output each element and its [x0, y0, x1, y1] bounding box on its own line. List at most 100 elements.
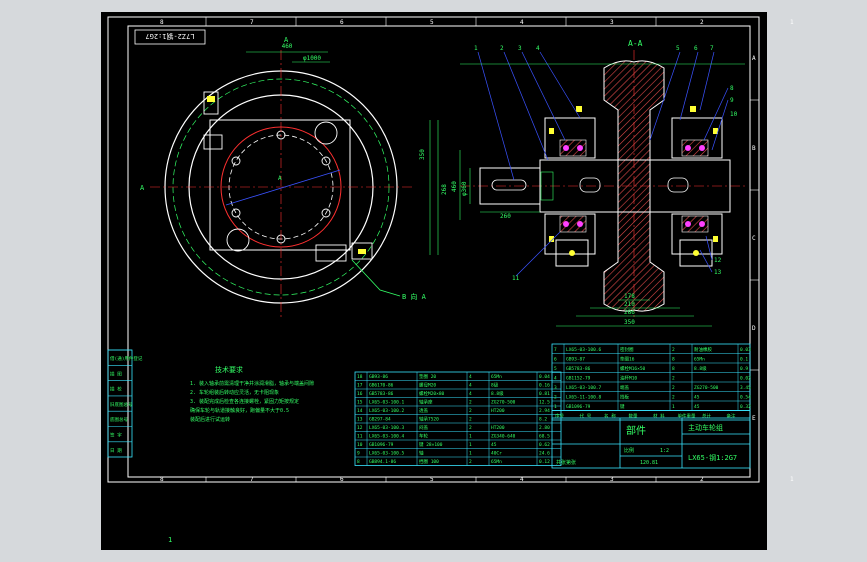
- grid-bottom-label: 6: [340, 476, 344, 483]
- grid-bottom-label: 8: [160, 476, 164, 483]
- title-name: 主动车轮组: [688, 423, 723, 432]
- table-cell-w: 0.32: [740, 404, 751, 410]
- table-cell-name: 键 28×100: [419, 441, 443, 448]
- table-cell-qty: 1: [469, 451, 472, 457]
- svg-text:9: 9: [730, 97, 734, 104]
- table-cell-mat: 65Mn: [491, 459, 502, 465]
- table-cell-mat: ZG270-500: [694, 385, 719, 391]
- table-cell-qty: 2: [469, 417, 472, 423]
- svg-text:7: 7: [710, 45, 714, 52]
- table-cell-no: 9: [357, 451, 360, 457]
- dim-w1: 178: [624, 293, 635, 300]
- table-cell-qty: 4: [469, 374, 472, 380]
- table-cell-name: 轴: [419, 450, 424, 457]
- table-cell-qty: 2: [672, 376, 675, 382]
- top-stamp-text: L7Z2-钢1:2G7: [145, 32, 194, 41]
- dim-bore: φ360: [461, 181, 468, 196]
- table-cell-no: 5: [554, 366, 557, 372]
- table-cell-qty: 1: [469, 434, 472, 440]
- side-stamp-label: 签 字: [110, 432, 122, 439]
- title-scale-label: 比例: [624, 447, 634, 454]
- table-cell-qty: 2: [469, 459, 472, 465]
- note-line: 装配后进行试运转: [190, 416, 230, 423]
- svg-text:6: 6: [694, 45, 698, 52]
- table-cell-no: 10: [357, 442, 363, 448]
- table-cell-no: 6: [554, 357, 557, 363]
- svg-text:11: 11: [512, 275, 520, 282]
- table-cell-code: GB1096-79: [369, 442, 394, 448]
- svg-text:8: 8: [730, 85, 734, 92]
- side-stamp-label: 描 校: [110, 386, 122, 393]
- title-part-label: 部件: [626, 424, 646, 437]
- grid-bottom-label: 5: [430, 476, 434, 483]
- table-cell-code: LX65-03-100.6: [566, 347, 602, 353]
- table-cell-code: LX65-03-100.7: [566, 385, 602, 391]
- table-cell-mat: ZG340-640: [491, 434, 516, 440]
- table-cell-no: 18: [357, 374, 363, 380]
- table-cell-name: 螺母M20: [419, 382, 436, 389]
- notes-title: 技术要求: [215, 365, 243, 374]
- side-stamp-label: 旧底图总号: [110, 401, 133, 408]
- table-cell-mat: ZG270-500: [491, 400, 516, 406]
- table-cell-mat: 45: [694, 395, 700, 401]
- dim-top-2: φ1000: [303, 55, 321, 62]
- table-cell-name: 透盖: [419, 407, 428, 414]
- svg-text:13: 13: [714, 269, 722, 276]
- note-line: 2. 车轮组装后转动应灵活，无卡阻现象: [190, 389, 279, 396]
- table-header-cell: 备注: [727, 413, 736, 420]
- table-header-cell: 总计: [702, 413, 711, 420]
- table-cell-name: 挡板: [620, 394, 629, 401]
- table-cell-qty: 4: [469, 391, 472, 397]
- dim-w2: 210: [624, 301, 635, 308]
- dim-right-1: 350: [419, 149, 426, 160]
- grid-top-label: 7: [250, 19, 254, 26]
- table-cell-name: 轴承座: [419, 399, 433, 406]
- table-cell-w: 0.81: [539, 391, 550, 397]
- svg-text:1: 1: [474, 45, 478, 52]
- dim-top: 460: [282, 43, 293, 50]
- table-cell-code: GB5783-86: [369, 391, 394, 397]
- section-title: A-A: [628, 39, 643, 48]
- note-line: 确保车轮与轨道接触良好，跑偏量不大于0.5: [190, 407, 289, 414]
- table-cell-name: 轴承7520: [419, 416, 439, 423]
- table-cell-qty: 1: [469, 442, 472, 448]
- grid-top-label: 1: [790, 19, 794, 26]
- title-code: LX65-钢1:2G7: [688, 453, 737, 462]
- table-cell-w: 68.5: [539, 434, 550, 440]
- table-cell-w: 0.62: [539, 442, 550, 448]
- grid-bottom-label: 3: [610, 476, 614, 483]
- table-cell-w: 0.1: [740, 357, 748, 363]
- table-cell-no: 11: [357, 434, 363, 440]
- table-cell-no: 4: [554, 376, 557, 382]
- grid-bottom-label: 4: [520, 476, 524, 483]
- table-cell-code: LX65-03-100.5: [369, 451, 405, 457]
- table-cell-no: 15: [357, 400, 363, 406]
- table-cell-mat: 65Mn: [694, 357, 705, 363]
- inner-frame: [127, 25, 751, 478]
- grid-top-label: 8: [160, 19, 164, 26]
- grid-top-label: 6: [340, 19, 344, 26]
- title-block: [551, 417, 751, 469]
- table-cell-name: 垫圈16: [620, 356, 635, 363]
- table-header-cell: 序号: [555, 413, 564, 420]
- table-cell-mat: 65Mn: [491, 374, 502, 380]
- svg-text:3: 3: [518, 45, 522, 52]
- svg-text:4: 4: [536, 45, 540, 52]
- table-cell-code: LX65-11-100.8: [566, 395, 602, 401]
- table-cell-w: 12.5: [539, 400, 550, 406]
- table-cell-no: 2: [554, 395, 557, 401]
- center-label: A: [278, 175, 282, 182]
- table-cell-qty: 2: [469, 400, 472, 406]
- table-cell-w: 24.6: [539, 451, 550, 457]
- table-cell-qty: 8: [672, 366, 675, 372]
- table-cell-mat: 40Cr: [491, 451, 502, 457]
- grid-top-label: 3: [610, 19, 614, 26]
- table-cell-code: GB1096-79: [566, 404, 591, 410]
- table-cell-name: 车轮: [419, 433, 428, 440]
- table-cell-mat: 45: [491, 442, 497, 448]
- grid-bottom-label: 7: [250, 476, 254, 483]
